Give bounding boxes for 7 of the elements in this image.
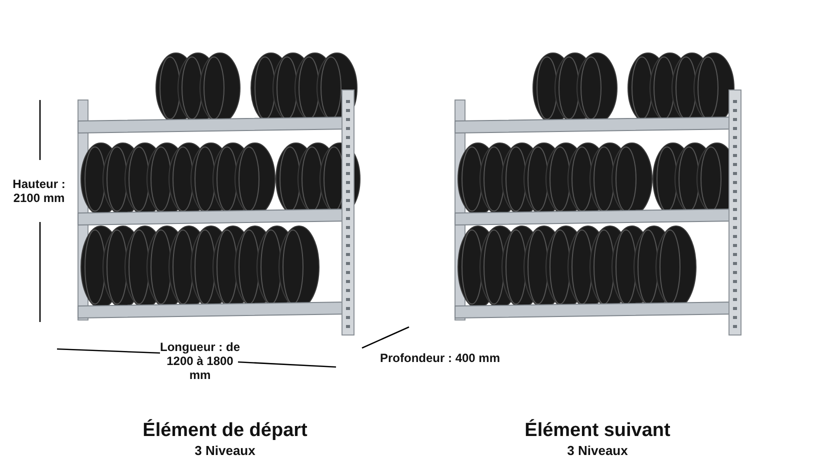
subtitle: 3 Niveaux [566,443,629,458]
title: Élément suivant [524,420,672,442]
dimension-label: Hauteur : 2100 mm [12,177,66,205]
dimension-label: Longueur : de 1200 à 1800 mm [160,340,240,382]
dimension-label: Profondeur : 400 mm [378,351,502,365]
subtitle: 3 Niveaux [194,443,256,458]
title: Élément de départ [142,420,308,442]
